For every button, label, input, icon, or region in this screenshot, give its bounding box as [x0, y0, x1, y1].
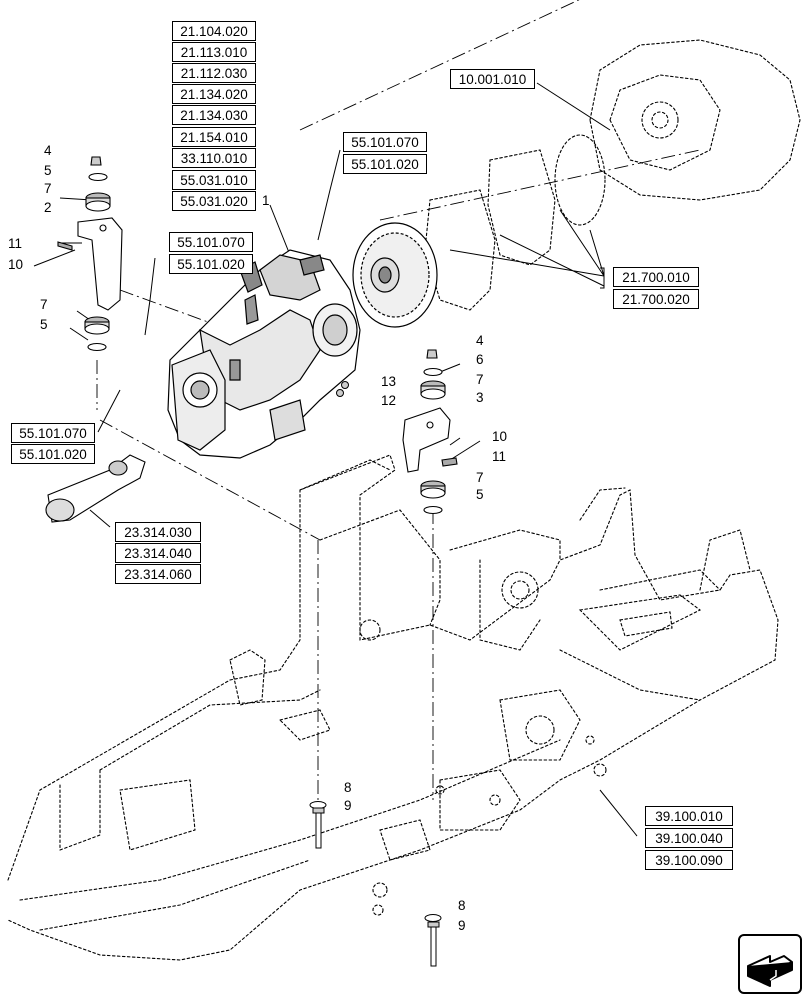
callout-9-center: 9 — [344, 798, 352, 813]
ref-box-21-154-010[interactable]: 21.154.010 — [172, 127, 256, 147]
callout-4-right: 4 — [476, 333, 484, 348]
callout-12: 12 — [381, 393, 397, 408]
callout-11-right: 11 — [492, 449, 507, 464]
ref-box-21-104-020[interactable]: 21.104.020 — [172, 21, 256, 41]
ref-box-10-001-010[interactable]: 10.001.010 — [450, 69, 535, 89]
callout-1: 1 — [262, 193, 270, 208]
callout-5-left-top: 5 — [44, 163, 52, 178]
ref-box-21-113-010[interactable]: 21.113.010 — [172, 42, 256, 62]
ref-box-23-314-040[interactable]: 23.314.040 — [115, 543, 201, 563]
callout-5-right-bottom: 5 — [476, 487, 484, 502]
ref-box-55-101-070-mid[interactable]: 55.101.070 — [169, 232, 253, 252]
ref-box-21-134-020[interactable]: 21.134.020 — [172, 84, 256, 104]
ref-box-55-101-020-left[interactable]: 55.101.020 — [11, 444, 95, 464]
callout-8-lower: 8 — [458, 898, 466, 913]
callout-7-left-top: 7 — [44, 181, 52, 196]
ref-box-55-101-070-left[interactable]: 55.101.070 — [11, 423, 95, 443]
callout-10-right: 10 — [492, 429, 508, 444]
callout-11-left: 11 — [8, 236, 23, 251]
callout-7-left-bottom: 7 — [40, 297, 48, 312]
ref-box-23-314-060[interactable]: 23.314.060 — [115, 564, 201, 584]
callout-9-lower: 9 — [458, 918, 466, 933]
callout-7-right-top: 7 — [476, 372, 484, 387]
ref-box-39-100-040[interactable]: 39.100.040 — [645, 828, 733, 848]
ref-box-55-031-010[interactable]: 55.031.010 — [172, 170, 256, 190]
ref-box-55-101-070-top[interactable]: 55.101.070 — [343, 132, 427, 152]
ref-box-55-101-020-top[interactable]: 55.101.020 — [343, 154, 427, 174]
callout-8-center: 8 — [344, 780, 352, 795]
ref-box-39-100-090[interactable]: 39.100.090 — [645, 850, 733, 870]
callout-10-left: 10 — [8, 257, 24, 272]
ref-box-21-112-030[interactable]: 21.112.030 — [172, 63, 256, 83]
ref-box-21-134-030[interactable]: 21.134.030 — [172, 105, 256, 125]
callout-7-right-bottom: 7 — [476, 470, 484, 485]
next-page-arrow-icon — [747, 955, 793, 987]
ref-box-21-700-020[interactable]: 21.700.020 — [613, 289, 699, 309]
callout-5-left-bottom: 5 — [40, 317, 48, 332]
callout-6: 6 — [476, 352, 484, 367]
callout-13: 13 — [381, 374, 397, 389]
ref-box-21-700-010[interactable]: 21.700.010 — [613, 267, 699, 287]
next-page-button[interactable] — [738, 934, 802, 994]
ref-box-55-101-020-mid[interactable]: 55.101.020 — [169, 254, 253, 274]
callout-2: 2 — [44, 200, 52, 215]
ref-box-39-100-010[interactable]: 39.100.010 — [645, 806, 733, 826]
callout-4-left: 4 — [44, 143, 52, 158]
callout-3: 3 — [476, 390, 484, 405]
ref-box-23-314-030[interactable]: 23.314.030 — [115, 522, 201, 542]
ref-box-33-110-010[interactable]: 33.110.010 — [172, 148, 256, 168]
ref-box-55-031-020[interactable]: 55.031.020 — [172, 191, 256, 211]
